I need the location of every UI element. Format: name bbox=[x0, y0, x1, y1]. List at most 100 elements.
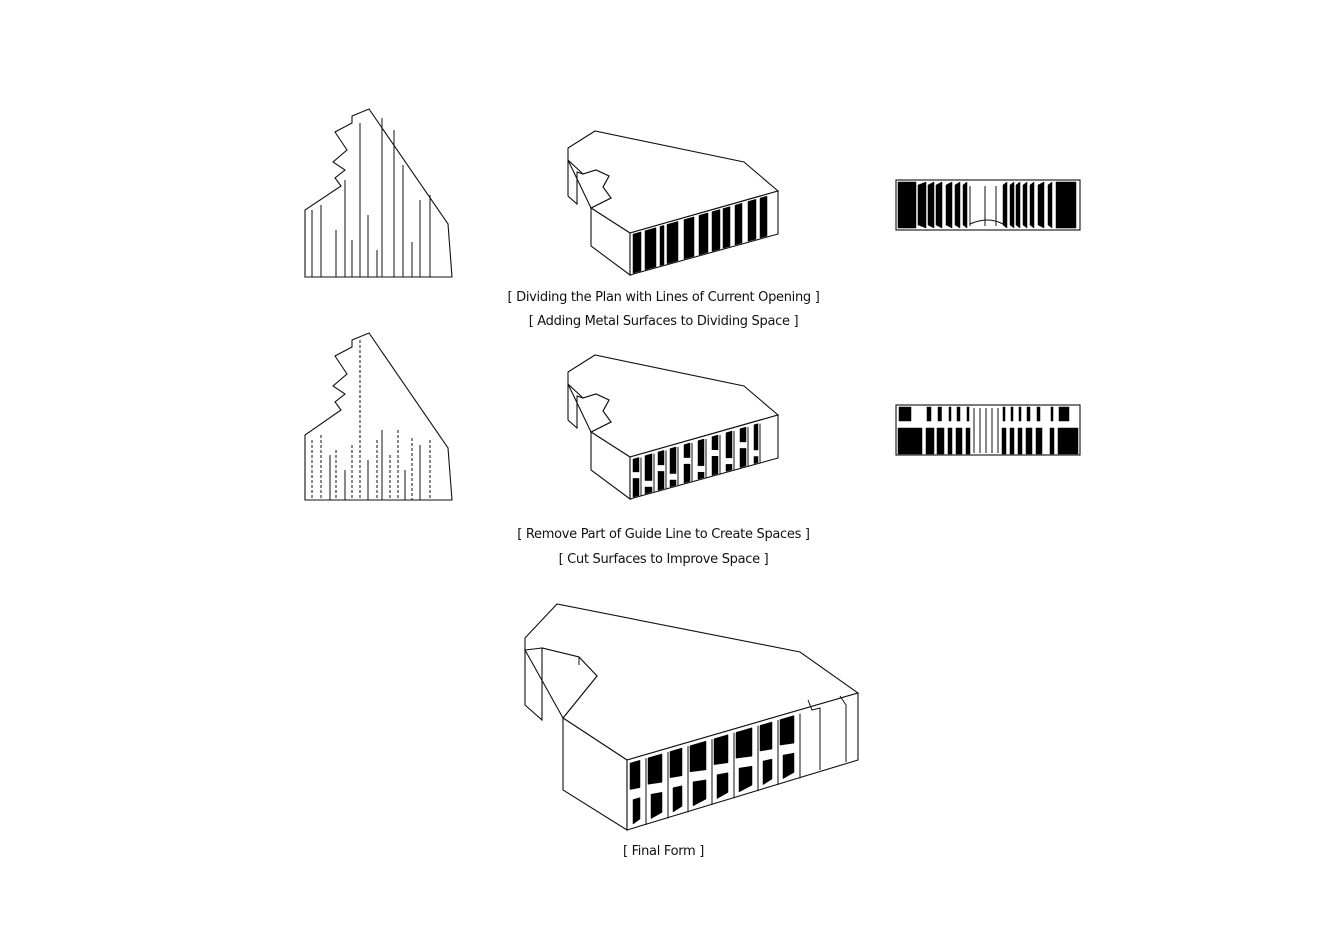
metal-fin bbox=[666, 221, 679, 265]
elevation-cut-fin-lower bbox=[955, 427, 963, 455]
elevation-fins bbox=[897, 181, 1077, 229]
cut-fin bbox=[669, 446, 677, 488]
elevation-cut-fin-upper bbox=[1002, 406, 1006, 422]
elevation-cut-fin-upper bbox=[1058, 406, 1070, 422]
axon-cut-surfaces bbox=[567, 354, 780, 501]
cut-fin bbox=[644, 453, 653, 495]
elevation-cut-surfaces bbox=[895, 404, 1081, 456]
final-fin-upper bbox=[689, 740, 707, 773]
elevation-cut-fin-lower bbox=[1009, 427, 1015, 455]
caption-adding-metal-surfaces: [ Adding Metal Surfaces to Dividing Spac… bbox=[528, 314, 799, 329]
final-fin-upper bbox=[759, 721, 773, 752]
elevation-fin bbox=[897, 181, 917, 229]
plan-solid-guide-lines bbox=[311, 118, 431, 277]
final-fin-upper bbox=[629, 759, 641, 790]
metal-fin bbox=[659, 225, 665, 267]
elevation-cut-fin-lower bbox=[1049, 427, 1055, 455]
elevation-fin bbox=[917, 181, 927, 229]
elevation-cut-fin-lower bbox=[1057, 427, 1079, 455]
elevation-fin bbox=[1009, 181, 1015, 229]
plan-dashed-guide-lines bbox=[311, 340, 431, 500]
final-form-fins bbox=[629, 695, 847, 826]
caption-cut-surfaces: [ Cut Surfaces to Improve Space ] bbox=[558, 552, 769, 567]
elevation-fin bbox=[927, 181, 935, 229]
fin-cut-notch bbox=[753, 450, 759, 457]
plan-solid-lines bbox=[304, 108, 453, 278]
elevation-fin bbox=[954, 181, 961, 229]
metal-fin bbox=[747, 198, 757, 242]
metal-fin bbox=[632, 231, 642, 274]
final-fin-upper bbox=[669, 747, 683, 779]
metal-fin bbox=[722, 206, 731, 249]
final-fin-upper bbox=[735, 727, 753, 759]
elevation-cut-fin-upper bbox=[1010, 406, 1014, 422]
elevation-metal-surfaces bbox=[895, 179, 1081, 231]
caption-remove-guide-line: [ Remove Part of Guide Line to Create Sp… bbox=[517, 527, 810, 542]
fin-cut-notch bbox=[697, 465, 705, 472]
final-fin-lower bbox=[782, 752, 795, 780]
elevation-fin bbox=[1022, 181, 1028, 229]
final-fin-lower bbox=[632, 797, 641, 825]
elevation-fin bbox=[1002, 181, 1008, 229]
final-fin-lower bbox=[716, 772, 729, 800]
elevation-cut-fin-upper bbox=[1018, 406, 1022, 422]
elevation-cut-fin-upper bbox=[956, 406, 961, 422]
elevation-cut-fin-lower bbox=[897, 427, 923, 455]
elevation-floor-curve bbox=[969, 219, 1004, 225]
fin-cut-notch bbox=[711, 450, 719, 457]
elevation-cut-fin-upper bbox=[926, 406, 932, 422]
final-partition-line bbox=[807, 699, 821, 770]
elevation-fin bbox=[962, 181, 968, 229]
elevation-fin bbox=[1015, 181, 1021, 229]
final-fin-upper bbox=[713, 734, 729, 765]
elevation-cut-fin-upper bbox=[898, 406, 912, 422]
cut-fin bbox=[697, 438, 705, 480]
elevation-cut-fin-lower bbox=[965, 427, 971, 455]
metal-fin bbox=[734, 202, 743, 246]
fin-cut-notch bbox=[725, 458, 733, 465]
elevation-cut-fin-upper bbox=[1050, 406, 1054, 422]
final-fin-lower bbox=[762, 758, 773, 786]
final-partition-line bbox=[839, 695, 847, 762]
fin-cut-notch bbox=[669, 473, 677, 480]
elevation-cut-fin-lower bbox=[925, 427, 935, 455]
elevation-fin bbox=[935, 181, 943, 229]
metal-fin bbox=[683, 216, 695, 260]
elevation-cut-fin-lower bbox=[1035, 427, 1043, 455]
elevation-cut-fins bbox=[897, 406, 1079, 455]
plan-dashed-lines bbox=[304, 332, 453, 501]
fin-cut-notch bbox=[644, 480, 653, 487]
elevation-cut-fin-upper bbox=[937, 406, 942, 422]
elevation-cut-fin-upper bbox=[948, 406, 952, 422]
elevation-fin bbox=[1047, 181, 1053, 229]
fin-cut-notch bbox=[683, 457, 691, 464]
metal-fin bbox=[698, 212, 709, 256]
elevation-cut-fin-upper bbox=[966, 406, 970, 422]
final-fin-lower bbox=[672, 785, 683, 813]
elevation-cut-fin-lower bbox=[947, 427, 953, 455]
fin-cut-notch bbox=[632, 472, 640, 479]
final-form-axon bbox=[524, 603, 860, 831]
final-fin-lower bbox=[650, 791, 663, 820]
axon-metal-surfaces bbox=[567, 130, 780, 277]
cut-fin bbox=[725, 430, 733, 472]
elevation-cut-fin-lower bbox=[1025, 427, 1033, 455]
elevation-fin bbox=[1037, 181, 1045, 229]
caption-dividing-plan: [ Dividing the Plan with Lines of Curren… bbox=[507, 290, 820, 305]
elevation-fin bbox=[945, 181, 953, 229]
final-fin-lower bbox=[692, 779, 707, 807]
metal-fin bbox=[759, 195, 768, 239]
elevation-cut-fin-lower bbox=[1017, 427, 1023, 455]
cut-fin bbox=[753, 423, 759, 464]
final-fin-lower bbox=[738, 765, 753, 793]
elevation-cut-fin-upper bbox=[1036, 406, 1041, 422]
axon-cut-fins bbox=[632, 423, 761, 498]
elevation-fin bbox=[1055, 181, 1077, 229]
final-fin-upper bbox=[647, 753, 663, 785]
metal-fin bbox=[711, 209, 721, 252]
elevation-cut-fin-upper bbox=[1026, 406, 1031, 422]
final-fin-upper bbox=[779, 715, 795, 746]
metal-fin bbox=[644, 227, 657, 271]
elevation-cut-fin-lower bbox=[1001, 427, 1007, 455]
